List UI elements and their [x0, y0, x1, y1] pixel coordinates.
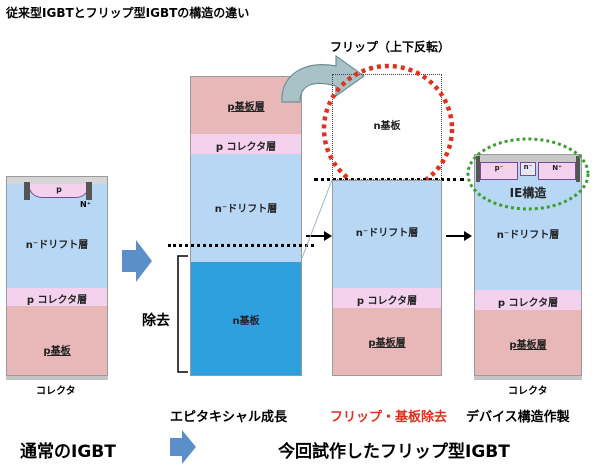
- substrate-layer: p基板層: [332, 308, 442, 376]
- p-well-label: p: [56, 185, 62, 194]
- column-border: [474, 154, 582, 376]
- substrate-layer: p基板層: [474, 310, 582, 376]
- top-substrate-label: p基板層: [227, 102, 265, 113]
- page-title: 従来型IGBTとフリップ型IGBTの構造の違い: [6, 6, 250, 20]
- n-substrate-label: n基板: [232, 316, 260, 327]
- collector-electrode: [6, 376, 108, 380]
- removal-bracket: [177, 255, 188, 373]
- top-substrate-layer: p基板層: [190, 76, 302, 134]
- substrate-label: p基板層: [368, 338, 406, 349]
- ie-label: IE構造: [509, 186, 547, 200]
- collector-layer: p コレクタ層: [474, 290, 582, 310]
- bottom-arrow-icon: [170, 430, 196, 464]
- flip-label: フリップ（上下反転）: [330, 40, 451, 54]
- substrate-layer: p基板: [6, 306, 108, 376]
- removal-label: 除去: [142, 313, 170, 329]
- drift-label: n⁻ドリフト層: [25, 240, 89, 251]
- gate-trench-right: [86, 182, 92, 200]
- gate-trench-left: [24, 182, 30, 200]
- collector-layer: p コレクタ層: [6, 288, 108, 306]
- cut-line-col3: [314, 178, 464, 181]
- gate-right: [576, 156, 580, 182]
- drift-layer: n⁻ドリフト層: [6, 184, 108, 288]
- epitaxial-caption: エピタキシャル成長: [170, 410, 288, 425]
- drift-label: n⁻ドリフト層: [496, 230, 560, 241]
- collector-layer-label: p コレクタ層: [497, 298, 559, 309]
- n-region-label: n⁻: [523, 163, 533, 171]
- collector-terminal-label: コレクタ: [36, 386, 76, 397]
- process-arrow-small-1: [306, 231, 332, 241]
- top-electrode: [474, 154, 582, 162]
- substrate-label: p基板層: [509, 340, 547, 351]
- nplus-label: N⁺: [80, 200, 91, 209]
- n-substrate-layer: n基板: [190, 262, 302, 376]
- collector-layer-label: p コレクタ層: [356, 296, 418, 307]
- drift-layer: n⁻ドリフト層: [332, 180, 442, 288]
- perspective-lines: [301, 179, 333, 259]
- collector-layer-label: p コレクタ層: [215, 142, 277, 153]
- flip-caption: フリップ・基板除去: [330, 410, 448, 425]
- collector-layer: p コレクタ層: [332, 288, 442, 308]
- column-border: [6, 176, 108, 376]
- process-arrow-icon: [122, 240, 152, 282]
- flip-igbt-label: 今回試作したフリップ型IGBT: [278, 442, 510, 462]
- device-caption: デバイス構造作製: [466, 410, 570, 425]
- epitaxial-column: p基板層 p コレクタ層 n⁻ドリフト層 n基板: [190, 76, 302, 376]
- p-region-right: N⁺: [538, 162, 576, 180]
- collector-layer-label: p コレクタ層: [26, 295, 88, 306]
- conventional-igbt-column: n⁻ドリフト層 p N⁺ p コレクタ層 p基板: [6, 176, 108, 376]
- ie-highlight-circle: [466, 137, 590, 211]
- conventional-igbt-label: 通常のIGBT: [20, 442, 116, 462]
- collector-layer: p コレクタ層: [190, 134, 302, 154]
- p-region-left: p⁻: [480, 162, 518, 180]
- drift-label: n⁻ドリフト層: [355, 228, 419, 239]
- removed-n-substrate-label: n基板: [373, 121, 401, 132]
- cut-line: [168, 244, 314, 247]
- ie-structure: p⁻ n⁻ N⁺: [474, 162, 582, 184]
- flip-arrow-icon: [281, 54, 366, 103]
- gate-left: [476, 156, 480, 182]
- device-collector-electrode: [474, 376, 582, 380]
- column-border: [332, 180, 442, 376]
- device-collector-label: コレクタ: [508, 386, 548, 397]
- drift-label: n⁻ドリフト層: [214, 204, 278, 215]
- column-border: [190, 76, 302, 376]
- process-arrow-small-2: [446, 231, 472, 241]
- top-surface: [6, 176, 108, 184]
- n-region: n⁻: [520, 162, 536, 176]
- p-region-label: p⁻: [494, 164, 504, 172]
- substrate-label: p基板: [43, 346, 71, 357]
- flip-column: n⁻ドリフト層 p コレクタ層 p基板層: [332, 180, 442, 376]
- nplus-label: N⁺: [552, 164, 562, 172]
